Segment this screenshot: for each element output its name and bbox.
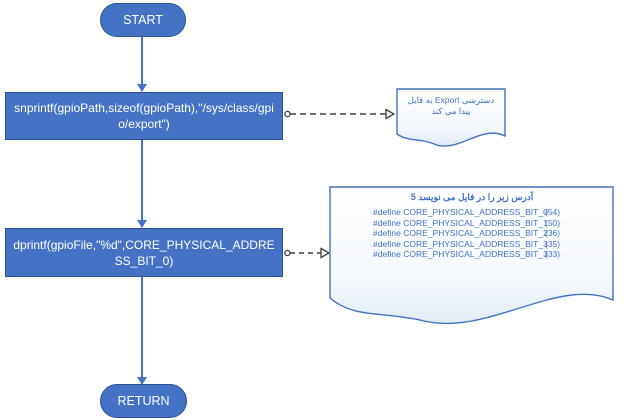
flow-connector-process1-to-process2 — [141, 140, 143, 221]
connector-origin-circle-icon — [284, 110, 291, 118]
define-line: #define CORE_PHYSICAL_ADDRESS_BIT_3 (35) — [373, 239, 605, 250]
defines-note-title: 5 آدرس زیر را در فایل می نویسد — [410, 192, 534, 202]
define-value: (50) — [545, 217, 561, 228]
define-value: (36) — [545, 228, 561, 238]
define-line: #define CORE_PHYSICAL_ADDRESS_BIT_1 (50) — [373, 218, 605, 229]
process-snprintf: snprintf(gpioPath,sizeof(gpioPath),"/sys… — [5, 92, 283, 140]
connector-origin-circle-icon — [284, 249, 291, 257]
process-dprintf: dprintf(gpioFile,"%d",CORE_PHYSICAL_ADDR… — [5, 228, 283, 277]
define-text: #define CORE_PHYSICAL_ADDRESS_BIT_3 — [373, 249, 548, 259]
defines-note-document: 5 آدرس زیر را در فایل می نویسد #define C… — [329, 186, 615, 326]
define-line: #define CORE_PHYSICAL_ADDRESS_BIT_3 (33) — [373, 249, 605, 260]
define-line: #define CORE_PHYSICAL_ADDRESS_BIT_0 (54) — [373, 207, 605, 218]
arrowhead-into-process1-icon — [137, 84, 147, 92]
process-snprintf-label: snprintf(gpioPath,sizeof(gpioPath),"/sys… — [14, 101, 274, 131]
define-text: #define CORE_PHYSICAL_ADDRESS_BIT_3 — [373, 238, 548, 249]
defines-list: #define CORE_PHYSICAL_ADDRESS_BIT_0 (54)… — [373, 207, 605, 260]
define-text: #define CORE_PHYSICAL_ADDRESS_BIT_1 — [373, 217, 548, 228]
open-arrowhead-icon — [320, 247, 331, 259]
define-text: #define CORE_PHYSICAL_ADDRESS_BIT_2 — [373, 228, 548, 238]
export-note-document: به فایل Export دسترسی پیدا می کند — [396, 88, 506, 150]
document-shape-icon — [329, 186, 614, 325]
return-node: RETURN — [100, 384, 187, 418]
arrowhead-into-return-icon — [137, 377, 147, 385]
flow-connector-start-to-process1 — [141, 37, 143, 85]
define-text: #define CORE_PHYSICAL_ADDRESS_BIT_0 — [373, 207, 548, 217]
define-value: (54) — [545, 207, 561, 217]
define-value: (33) — [545, 249, 561, 259]
start-label: START — [123, 13, 163, 27]
open-arrowhead-icon — [385, 108, 396, 120]
return-label: RETURN — [117, 394, 170, 408]
dashed-connector-process2-to-note — [284, 247, 331, 259]
dashed-connector-process1-to-note — [284, 108, 396, 120]
arrowhead-into-process2-icon — [137, 220, 147, 228]
document-shape-icon — [396, 88, 506, 147]
export-note-text: به فایل Export دسترسی پیدا می کند — [407, 95, 495, 116]
define-line: #define CORE_PHYSICAL_ADDRESS_BIT_2 (36) — [373, 228, 605, 239]
start-node: START — [100, 3, 186, 37]
process-dprintf-label: dprintf(gpioFile,"%d",CORE_PHYSICAL_ADDR… — [13, 237, 275, 268]
flow-connector-process2-to-return — [141, 277, 143, 378]
define-value: (35) — [545, 238, 561, 249]
